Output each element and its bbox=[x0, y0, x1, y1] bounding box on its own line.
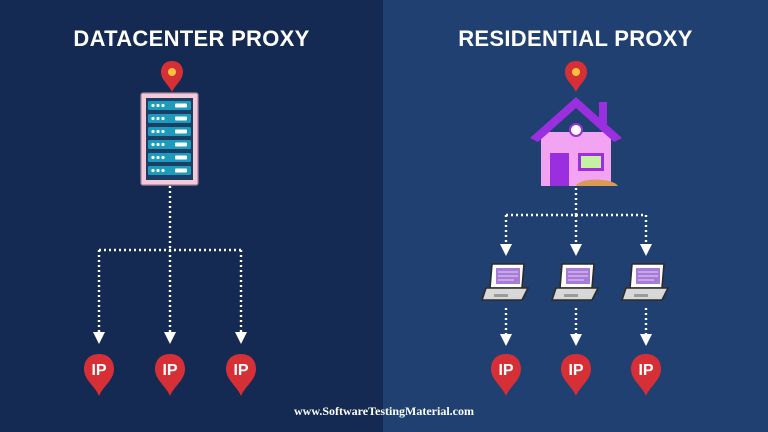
residential-connectors bbox=[500, 188, 652, 346]
laptop-icon bbox=[481, 263, 529, 301]
ip-label-dc-1: IP bbox=[91, 362, 106, 379]
datacenter-panel bbox=[0, 0, 383, 432]
datacenter-title: DATACENTER PROXY bbox=[73, 26, 310, 51]
ip-label-dc-3: IP bbox=[233, 362, 248, 379]
house-icon bbox=[530, 97, 622, 186]
datacenter-connectors bbox=[93, 186, 247, 344]
ip-label-res-3: IP bbox=[638, 362, 653, 379]
ip-label-res-1: IP bbox=[498, 362, 513, 379]
ip-label-res-2: IP bbox=[568, 362, 583, 379]
residential-title: RESIDENTIAL PROXY bbox=[458, 26, 693, 51]
laptop-icon bbox=[621, 263, 669, 301]
ip-label-dc-2: IP bbox=[162, 362, 177, 379]
location-pin-icon bbox=[161, 61, 183, 92]
server-rack-icon bbox=[140, 92, 199, 186]
location-pin-icon bbox=[565, 61, 587, 92]
footer-url: www.SoftwareTestingMaterial.com bbox=[294, 404, 474, 418]
laptop-icon bbox=[551, 263, 599, 301]
